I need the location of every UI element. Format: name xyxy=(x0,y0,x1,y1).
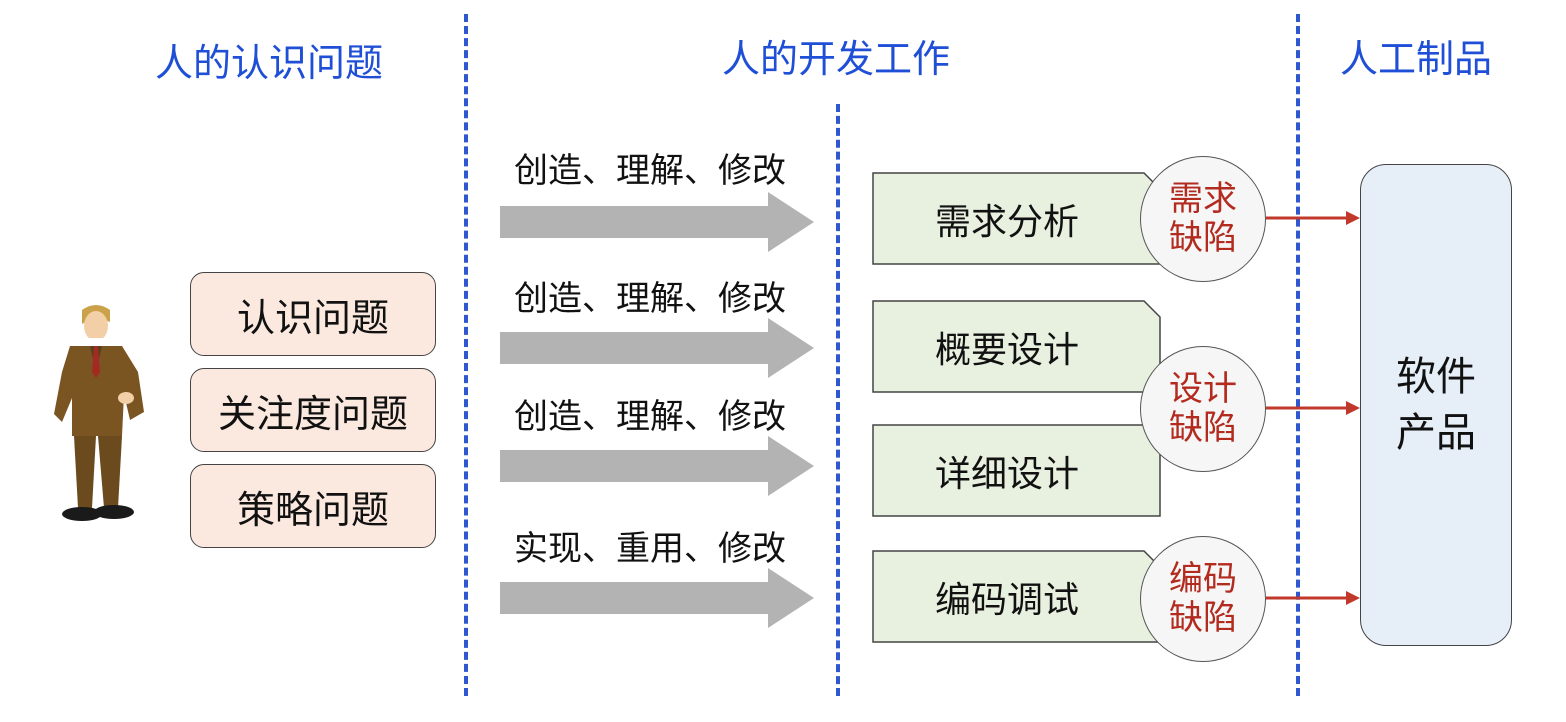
problem-box: 认识问题 xyxy=(190,272,436,356)
defect-circle-design: 设计 缺陷 xyxy=(1140,346,1266,472)
defect-circle-coding: 编码 缺陷 xyxy=(1140,536,1266,662)
product-label: 软件 xyxy=(1396,354,1476,400)
stage-requirements: 需求分析 xyxy=(934,202,1079,243)
activity-label: 创造、理解、修改 xyxy=(514,397,786,437)
divider-middle xyxy=(836,104,840,696)
activity-arrow xyxy=(500,436,814,496)
defect-arrow xyxy=(1266,211,1360,225)
defect-arrow xyxy=(1266,401,1360,415)
defect-label: 缺陷 xyxy=(1169,408,1237,448)
divider-right xyxy=(1296,14,1300,696)
defect-arrow xyxy=(1266,591,1360,605)
activity-label: 创造、理解、修改 xyxy=(514,279,786,319)
activity-arrow xyxy=(500,192,814,252)
header-artifact: 人工制品 xyxy=(1340,37,1493,81)
defect-label: 缺陷 xyxy=(1169,598,1237,638)
stage-detailed-design: 详细设计 xyxy=(934,454,1079,495)
problem-label: 关注度问题 xyxy=(217,391,408,436)
header-cognition: 人的认识问题 xyxy=(155,41,384,85)
defect-label: 需求 xyxy=(1169,178,1237,219)
problem-label: 认识问题 xyxy=(236,295,389,340)
defect-circle-requirements: 需求 缺陷 xyxy=(1140,156,1266,282)
stage-coding: 编码调试 xyxy=(934,580,1079,621)
defect-label: 编码 xyxy=(1169,558,1237,599)
stage-outline xyxy=(872,424,1161,517)
stage-outline xyxy=(872,300,1161,393)
activity-arrow xyxy=(500,318,814,378)
product-label: 产品 xyxy=(1396,410,1476,456)
problem-box: 策略问题 xyxy=(190,464,436,548)
activity-label: 创造、理解、修改 xyxy=(514,151,786,191)
stage-high-level-design: 概要设计 xyxy=(934,330,1079,371)
problem-label: 策略问题 xyxy=(236,487,389,532)
businessman-icon xyxy=(54,305,144,521)
defect-label: 设计 xyxy=(1169,368,1237,409)
software-product-box: 软件 产品 xyxy=(1360,164,1512,646)
activity-arrow xyxy=(500,568,814,628)
divider-left xyxy=(464,14,468,696)
problem-box: 关注度问题 xyxy=(190,368,436,452)
activity-label: 实现、重用、修改 xyxy=(514,529,786,569)
defect-label: 缺陷 xyxy=(1169,218,1237,258)
header-development: 人的开发工作 xyxy=(722,37,951,81)
